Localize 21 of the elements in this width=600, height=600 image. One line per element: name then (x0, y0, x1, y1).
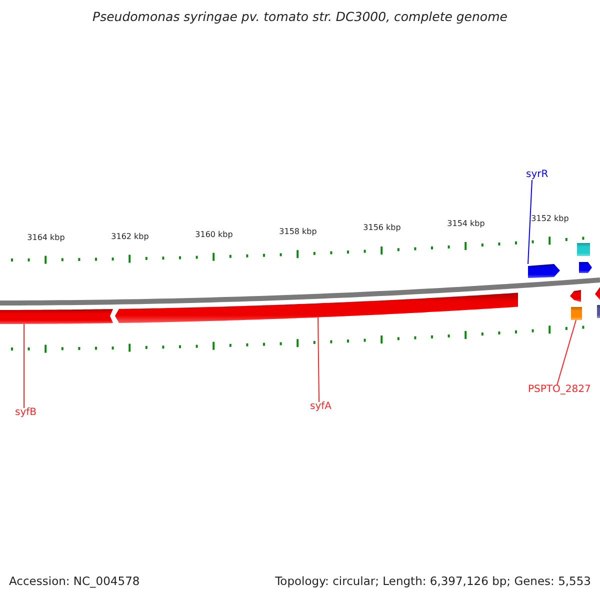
tick-label: 3162 kbp (111, 232, 149, 241)
leader-line (556, 320, 576, 386)
gene-feature (115, 292, 518, 323)
tick-label: 3152 kbp (531, 214, 569, 223)
tick-label: 3154 kbp (447, 220, 485, 228)
tick-label: 3164 kbp (27, 234, 65, 242)
gene-label: syrR (526, 170, 548, 180)
footer-text: Accession: NC_004578 (9, 576, 140, 588)
leader-line (318, 316, 320, 402)
gene-label: syfA (310, 402, 332, 412)
gene-feature (571, 307, 582, 320)
gene-label: syfB (15, 408, 37, 418)
tick-label: 3160 kbp (195, 230, 233, 239)
diagram-title: Pseudomonas syringae pv. tomato str. DC3000, complete genome (92, 11, 508, 24)
leader-line (528, 180, 532, 264)
gene-label: PSPTO_2827 (528, 385, 591, 395)
tick-label: 3158 kbp (279, 228, 317, 236)
footer-text: Topology: circular; Length: 6,397,126 bp; Genes: 5,553 (275, 576, 591, 588)
gene-feature (0, 309, 113, 324)
gene-feature (528, 264, 560, 278)
tick-label: 3156 kbp (363, 224, 401, 232)
